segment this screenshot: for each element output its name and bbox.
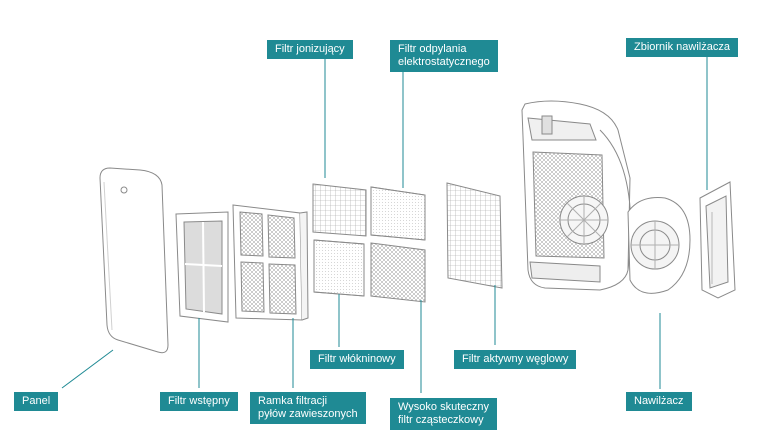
label-nawilzacz: Nawilżacz xyxy=(626,392,692,411)
purifier-body-drawing xyxy=(521,100,632,291)
label-wysoko-skuteczny: Wysoko skuteczny filtr cząsteczkowy xyxy=(390,398,497,430)
label-text: Zbiornik nawilżacza xyxy=(634,41,730,53)
label-filtr-wstepny: Filtr wstępny xyxy=(160,392,238,411)
label-text-line-2: pyłów zawieszonych xyxy=(258,408,358,420)
label-text-line-2: elektrostatycznego xyxy=(398,56,490,68)
label-text: Filtr jonizujący xyxy=(275,43,345,55)
nonwoven-filter-drawing xyxy=(313,239,365,297)
label-panel: Panel xyxy=(14,392,59,411)
electrostatic-filter-drawing xyxy=(370,186,426,241)
label-zbiornik: Zbiornik nawilżacza xyxy=(626,38,738,57)
humidifier-drawing xyxy=(627,197,691,294)
carbon-filter-drawing xyxy=(446,182,503,289)
ionizing-filter-drawing xyxy=(312,183,367,237)
label-filtr-odpylania: Filtr odpylania elektrostatycznego xyxy=(390,40,498,72)
label-text-line-1: Filtr odpylania xyxy=(398,43,467,55)
pre-filter-drawing xyxy=(175,211,229,323)
label-text-line-1: Ramka filtracji xyxy=(258,395,328,407)
label-text: Filtr aktywny węglowy xyxy=(462,353,569,365)
label-filtr-weglowy: Filtr aktywny węglowy xyxy=(454,350,577,369)
hepa-filter-drawing xyxy=(370,242,426,303)
label-text: Filtr włókninowy xyxy=(318,353,396,365)
label-text-line-2: filtr cząsteczkowy xyxy=(398,414,484,426)
label-filtr-wlokninowy: Filtr włókninowy xyxy=(310,350,404,369)
label-ramka: Ramka filtracji pyłów zawieszonych xyxy=(250,392,366,424)
panel-drawing xyxy=(99,167,169,354)
label-text-line-1: Wysoko skuteczny xyxy=(398,401,489,413)
label-text: Nawilżacz xyxy=(634,395,684,407)
label-filtr-jonizujacy: Filtr jonizujący xyxy=(267,40,353,59)
humidifier-tank-drawing xyxy=(699,181,736,299)
filter-frame-drawing xyxy=(232,204,309,321)
leader-lines xyxy=(61,54,708,393)
label-text: Filtr wstępny xyxy=(168,395,230,407)
label-text: Panel xyxy=(22,395,51,407)
